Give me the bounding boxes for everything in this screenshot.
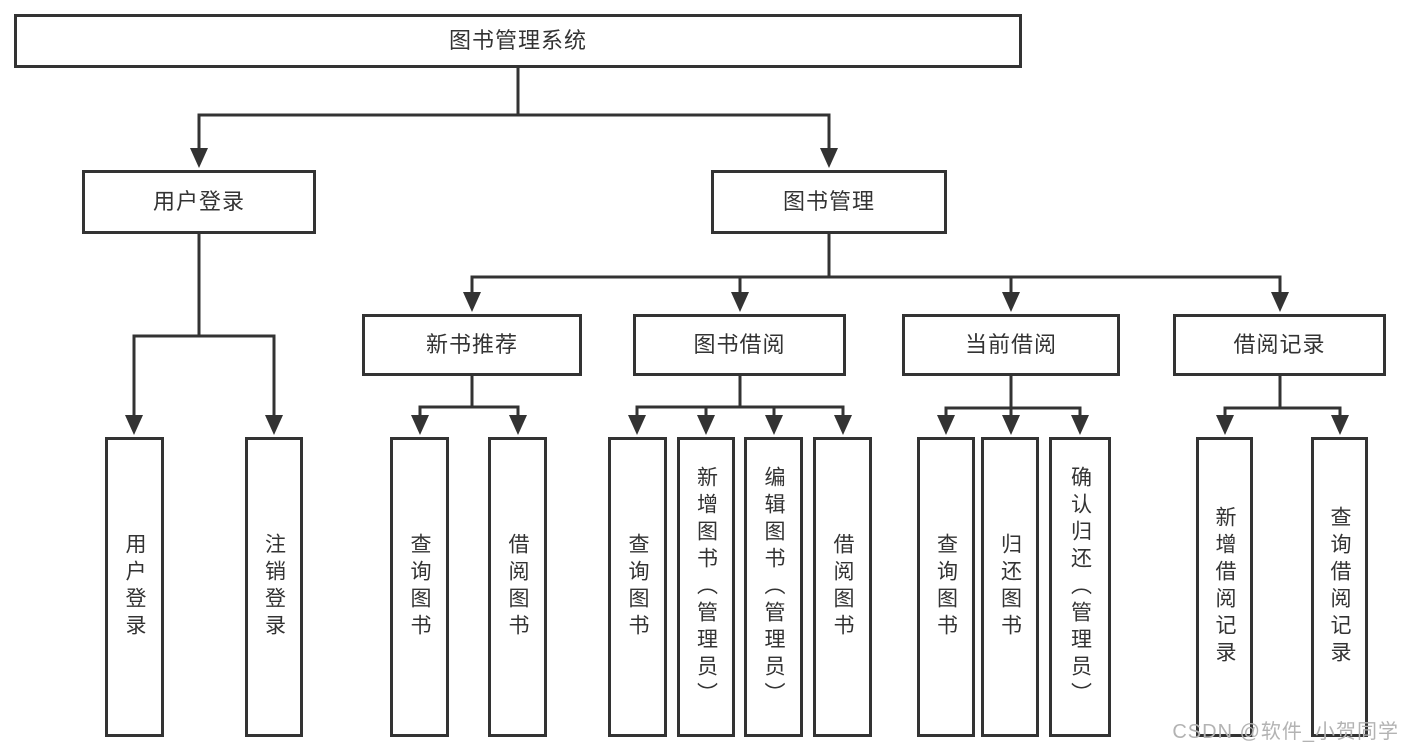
leaf-borrow-edit-books-admin-label: 编辑图书（管理员）	[762, 465, 785, 709]
arrowhead-down-icon	[463, 292, 481, 312]
arrowhead-down-icon	[125, 415, 143, 435]
node-user-login-label: 用户登录	[152, 189, 245, 214]
arrowhead-down-icon	[1071, 415, 1089, 435]
node-new-book-recommend: 新书推荐	[362, 314, 582, 376]
leaf-newrec-query-books-label: 查询图书	[408, 533, 431, 641]
node-borrowing-records-label: 借阅记录	[1233, 332, 1326, 357]
arrowhead-down-icon	[937, 415, 955, 435]
connector-book-management-branch	[463, 234, 1289, 312]
leaf-borrow-add-books-admin: 新增图书（管理员）	[677, 437, 735, 737]
node-book-borrowing: 图书借阅	[633, 314, 846, 376]
arrowhead-down-icon	[765, 415, 783, 435]
leaf-logout: 注销登录	[245, 437, 303, 737]
leaf-records-query-record-label: 查询借阅记录	[1328, 506, 1351, 668]
arrowhead-down-icon	[1271, 292, 1289, 312]
leaf-newrec-borrow-books-label: 借阅图书	[506, 533, 529, 641]
node-current-borrowing-label: 当前借阅	[964, 332, 1057, 357]
connector-book-borrowing-branch	[628, 376, 852, 435]
arrowhead-down-icon	[1002, 292, 1020, 312]
csdn-watermark: CSDN @软件_小贺同学	[1172, 721, 1399, 743]
connector-root-to-level2	[190, 68, 838, 168]
node-book-management: 图书管理	[711, 170, 947, 234]
leaf-borrow-add-books-admin-label: 新增图书（管理员）	[694, 465, 718, 709]
leaf-current-return-books-label: 归还图书	[998, 533, 1022, 641]
arrowhead-down-icon	[628, 415, 646, 435]
node-new-book-recommend-label: 新书推荐	[425, 332, 518, 357]
arrowhead-down-icon	[1331, 415, 1349, 435]
node-library-management-system: 图书管理系统	[14, 14, 1022, 68]
arrowhead-down-icon	[731, 292, 749, 312]
arrowhead-down-icon	[411, 415, 429, 435]
node-book-management-label: 图书管理	[782, 189, 875, 214]
leaf-current-return-books: 归还图书	[981, 437, 1039, 737]
leaf-current-query-books: 查询图书	[917, 437, 975, 737]
leaf-logout-label: 注销登录	[262, 533, 286, 641]
leaf-user-login-label: 用户登录	[123, 533, 146, 641]
leaf-borrow-borrow-books: 借阅图书	[813, 437, 872, 737]
leaf-borrow-query-books: 查询图书	[608, 437, 667, 737]
arrowhead-down-icon	[509, 415, 527, 435]
leaf-records-query-record: 查询借阅记录	[1311, 437, 1368, 737]
leaf-current-confirm-return-admin-label: 确认归还（管理员）	[1068, 465, 1092, 709]
node-library-management-system-label: 图书管理系统	[448, 28, 587, 53]
arrowhead-down-icon	[820, 148, 838, 168]
node-user-login: 用户登录	[82, 170, 316, 234]
leaf-records-add-record: 新增借阅记录	[1196, 437, 1253, 737]
connector-current-borrowing-branch	[937, 376, 1089, 435]
arrowhead-down-icon	[1216, 415, 1234, 435]
arrowhead-down-icon	[265, 415, 283, 435]
connector-new-book-recommend-branch	[411, 376, 527, 435]
leaf-newrec-query-books: 查询图书	[390, 437, 449, 737]
arrowhead-down-icon	[697, 415, 715, 435]
connector-user-login-branch	[125, 234, 283, 435]
leaf-current-query-books-label: 查询图书	[934, 533, 958, 641]
connector-borrowing-records-branch	[1216, 376, 1349, 435]
node-current-borrowing: 当前借阅	[902, 314, 1120, 376]
node-book-borrowing-label: 图书借阅	[693, 332, 786, 357]
leaf-borrow-edit-books-admin: 编辑图书（管理员）	[744, 437, 803, 737]
node-borrowing-records: 借阅记录	[1173, 314, 1386, 376]
leaf-user-login: 用户登录	[105, 437, 164, 737]
arrowhead-down-icon	[834, 415, 852, 435]
leaf-borrow-query-books-label: 查询图书	[626, 533, 649, 641]
leaf-records-add-record-label: 新增借阅记录	[1213, 506, 1236, 668]
leaf-borrow-borrow-books-label: 借阅图书	[831, 533, 854, 641]
arrowhead-down-icon	[190, 148, 208, 168]
leaf-newrec-borrow-books: 借阅图书	[488, 437, 547, 737]
arrowhead-down-icon	[1002, 415, 1020, 435]
leaf-current-confirm-return-admin: 确认归还（管理员）	[1049, 437, 1111, 737]
